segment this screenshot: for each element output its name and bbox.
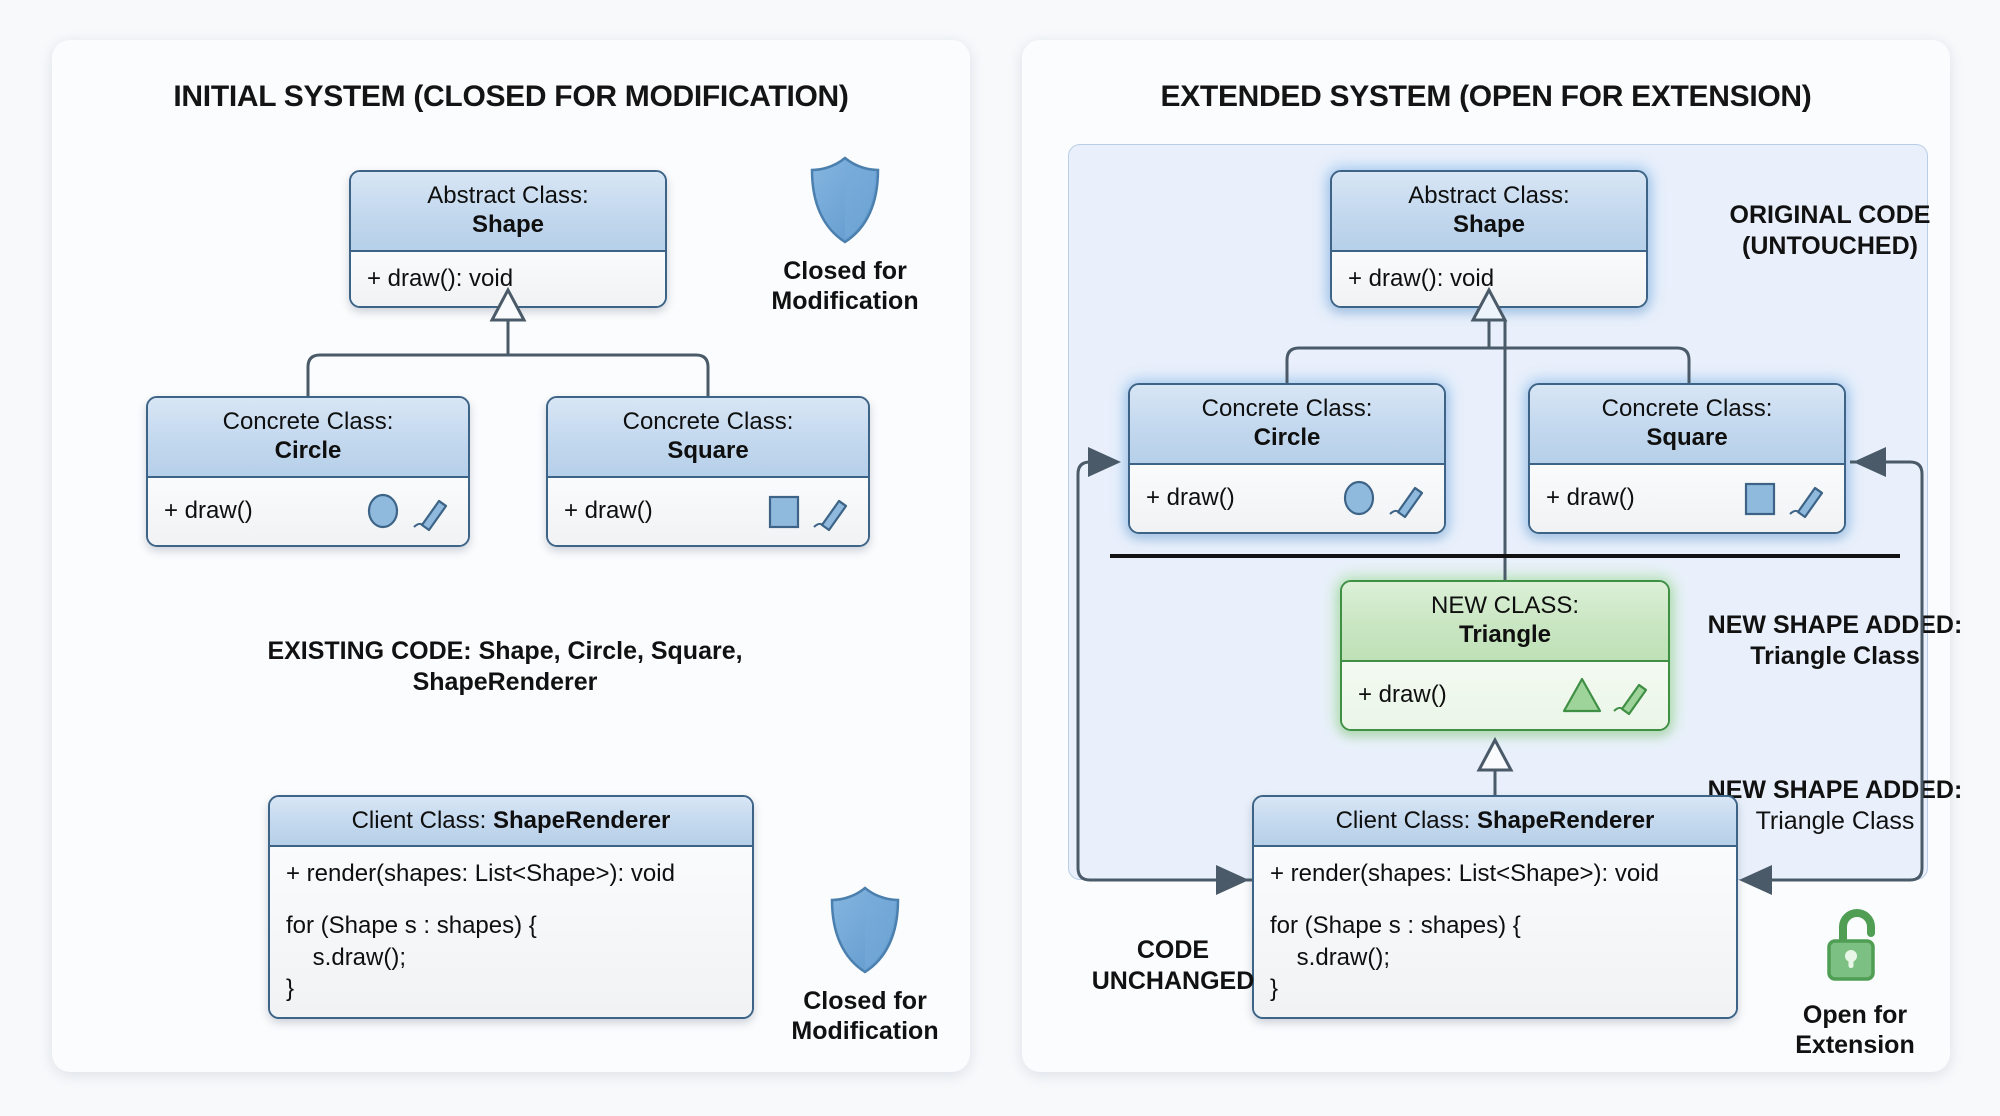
class-method: + draw(): void: [1348, 264, 1495, 292]
class-box-triangle-new: NEW CLASS: Triangle + draw(): [1340, 580, 1670, 731]
class-stereotype: NEW CLASS:: [1430, 592, 1580, 619]
class-stereotype: Abstract Class:: [427, 182, 589, 209]
class-header: Concrete Class: Square: [1530, 385, 1844, 465]
pen-icon: [813, 499, 848, 531]
badge-text: Closed for Modification: [771, 257, 919, 315]
class-header: Client Class: ShapeRenderer: [1254, 797, 1736, 848]
class-name: Square: [1646, 424, 1728, 452]
badge-text: Closed for Modification: [791, 987, 939, 1045]
class-body: + draw(): void: [1332, 251, 1646, 307]
class-box-square-right: Concrete Class: Square + draw(): [1528, 383, 1846, 534]
class-header: Abstract Class: Shape: [1332, 172, 1646, 252]
existing-code-note: EXISTING CODE: Shape, Circle, Square, Sh…: [267, 637, 743, 696]
pen-icon: [1789, 486, 1824, 518]
class-name: Shape: [471, 211, 545, 239]
class-method: + draw(): [564, 496, 653, 524]
code-unchanged-note: CODE UNCHANGED: [1091, 936, 1255, 995]
class-stereotype: Client Class:: [1335, 807, 1471, 834]
class-header: Concrete Class: Square: [548, 398, 868, 478]
pen-icon: [413, 499, 448, 531]
class-header: Concrete Class: Circle: [148, 398, 468, 478]
class-box-shaperenderer-left: Client Class: ShapeRenderer + render(sha…: [268, 795, 754, 1019]
square-icon: [768, 495, 800, 528]
class-body: + draw(): void: [351, 251, 665, 307]
class-stereotype: Concrete Class:: [222, 408, 394, 435]
new-shape-note-1: NEW SHAPE ADDED: Triangle Class: [1707, 611, 1963, 670]
shield-icon: [810, 156, 880, 244]
class-method: + draw(): void: [367, 264, 514, 292]
draw-icons: [1740, 476, 1828, 520]
draw-icons: [1560, 673, 1652, 717]
class-method: + render(shapes: List<Shape>): void: [286, 860, 675, 888]
class-method: + draw(): [1146, 483, 1235, 511]
class-name: Circle: [1253, 424, 1321, 452]
class-body: + draw(): [548, 477, 868, 545]
class-stereotype: Client Class:: [351, 807, 487, 834]
class-box-shape-right: Abstract Class: Shape + draw(): void: [1330, 170, 1648, 309]
class-method: + render(shapes: List<Shape>): void: [1270, 860, 1659, 888]
class-header: Abstract Class: Shape: [351, 172, 665, 252]
class-code-block: for (Shape s : shapes) { s.draw(); }: [286, 911, 537, 1003]
closed-modification-badge-top: Closed for Modification: [755, 155, 935, 316]
badge-text: Open for Extension: [1795, 1001, 1915, 1059]
class-body: + draw(): [1530, 464, 1844, 532]
class-box-shape-left: Abstract Class: Shape + draw(): void: [349, 170, 667, 309]
class-body: + draw(): [1130, 464, 1444, 532]
open-extension-badge: Open for Extension: [1760, 905, 1950, 1060]
class-body: + draw(): [148, 477, 468, 545]
right-panel-title: EXTENDED SYSTEM (OPEN FOR EXTENSION): [1160, 80, 1812, 113]
left-panel-title: INITIAL SYSTEM (CLOSED FOR MODIFICATION): [173, 80, 849, 113]
class-method: + draw(): [1358, 680, 1447, 708]
class-header: NEW CLASS: Triangle: [1342, 582, 1668, 662]
pen-icon: [1613, 683, 1648, 715]
class-name: Circle: [274, 437, 342, 465]
draw-icons: [1340, 476, 1428, 520]
original-code-note: ORIGINAL CODE (UNTOUCHED): [1729, 201, 1931, 260]
class-stereotype: Concrete Class:: [622, 408, 794, 435]
class-method: + draw(): [1546, 483, 1635, 511]
class-name: ShapeRenderer: [1476, 807, 1655, 834]
pen-icon: [1389, 486, 1424, 518]
closed-modification-badge-bottom: Closed for Modification: [775, 885, 955, 1046]
class-header: Client Class: ShapeRenderer: [270, 797, 752, 848]
shield-icon: [830, 886, 900, 974]
class-name: Shape: [1452, 211, 1526, 239]
class-body: + render(shapes: List<Shape>): void for …: [1254, 847, 1736, 1017]
class-name: ShapeRenderer: [492, 807, 671, 834]
circle-icon: [1343, 480, 1375, 515]
class-box-square-left: Concrete Class: Square + draw(): [546, 396, 870, 547]
triangle-icon: [1562, 677, 1602, 712]
class-box-circle-right: Concrete Class: Circle + draw(): [1128, 383, 1446, 534]
draw-icons: [364, 489, 452, 533]
class-name: Square: [667, 437, 749, 465]
class-stereotype: Concrete Class:: [1201, 395, 1373, 422]
class-name: Triangle: [1458, 621, 1552, 649]
class-method: + draw(): [164, 496, 253, 524]
class-stereotype: Concrete Class:: [1601, 395, 1773, 422]
square-icon: [1744, 482, 1776, 515]
class-box-circle-left: Concrete Class: Circle + draw(): [146, 396, 470, 547]
class-body: + draw(): [1342, 661, 1668, 729]
class-body: + render(shapes: List<Shape>): void for …: [270, 847, 752, 1017]
open-padlock-icon: [1827, 909, 1875, 981]
draw-icons: [764, 489, 852, 533]
class-code-block: for (Shape s : shapes) { s.draw(); }: [1270, 911, 1521, 1003]
class-header: Concrete Class: Circle: [1130, 385, 1444, 465]
circle-icon: [367, 493, 399, 528]
class-stereotype: Abstract Class:: [1408, 182, 1570, 209]
class-box-shaperenderer-right: Client Class: ShapeRenderer + render(sha…: [1252, 795, 1738, 1019]
